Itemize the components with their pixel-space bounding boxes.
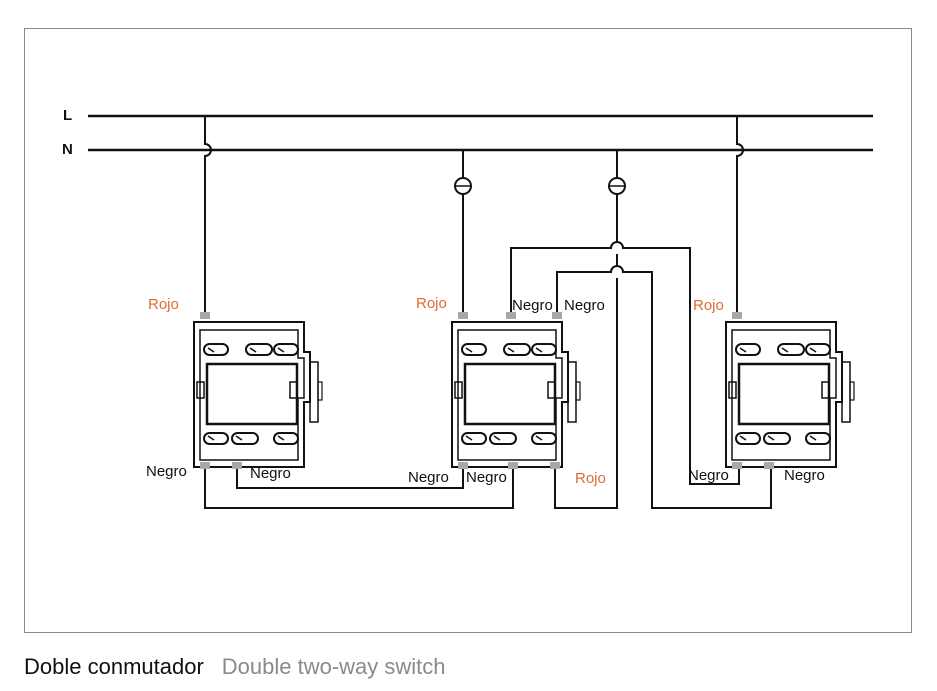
terminals (200, 312, 774, 469)
diagram-frame (24, 28, 912, 633)
switch-3-bottom-right-label: Negro (784, 467, 825, 484)
caption-english: Double two-way switch (221, 654, 446, 679)
bus-label-line: L (63, 107, 73, 124)
switch-1-bottom-right-label: Negro (250, 465, 291, 482)
switch-2-bottom-left-label: Negro (408, 469, 449, 486)
switch-2-bottom-mid-label: Negro (466, 469, 507, 486)
switch-3-top-left-label: Rojo (693, 297, 724, 314)
switch-1-bottom-left-label: Negro (146, 463, 187, 480)
lamp-2-icon (608, 177, 626, 195)
figure-caption: Doble conmutador Double two-way switch (24, 653, 446, 681)
bus-label-neutral: N (62, 141, 73, 158)
switch-2-top-mid-label: Negro (512, 297, 553, 314)
switch-2-top-left-label: Rojo (416, 295, 447, 312)
switch-2-bottom-right-label: Rojo (575, 470, 606, 487)
switch-1 (192, 320, 324, 469)
lamp-1-icon (454, 177, 472, 195)
switch-2-top-right-label: Negro (564, 297, 605, 314)
switch-1-top-left-label: Rojo (148, 296, 179, 313)
wires (204, 116, 772, 509)
switch-3 (724, 320, 856, 469)
caption-spanish: Doble conmutador (24, 654, 204, 679)
switch-3-bottom-left-label: Negro (688, 467, 729, 484)
switch-2 (450, 320, 582, 469)
